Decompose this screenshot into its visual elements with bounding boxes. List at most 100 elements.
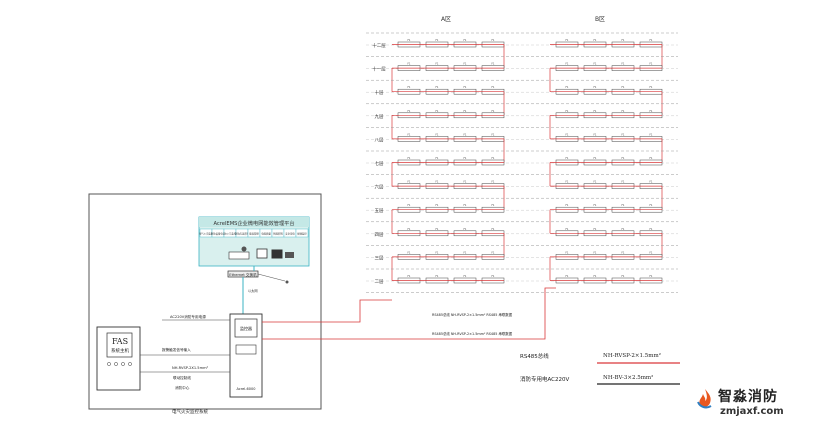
module-label: F1 [622,110,625,113]
floor-label: 七层 [375,160,384,167]
platform-panel: AcrelEMS企业微电网能效管理平台 电气火灾监控消防设备电源防火门监控消防应… [198,216,310,267]
module-label: F1 [492,86,495,89]
platform-func-cell [295,228,309,238]
module-label: F1 [566,251,569,254]
platform-func-label: 电气火灾监控 [199,232,214,236]
module-label: F1 [492,63,495,66]
module-label: F1 [594,251,597,254]
floor-label: 八层 [375,137,384,143]
module-label: F1 [436,63,439,66]
floor-label: 四层 [375,232,384,238]
module-label: F1 [464,133,467,136]
floor-label: 十层 [375,89,384,96]
module-label: F1 [464,181,467,184]
module-label: F1 [464,157,467,160]
module-label: F1 [464,275,467,278]
module-label: F1 [408,63,411,66]
module-label: F1 [408,133,411,136]
fas-host: FAS 系统主机 [96,326,141,391]
module-label: F1 [650,181,653,184]
fas-subtitle: 系统主机 [111,347,129,354]
platform-func-label: 消防应急照明 [235,232,250,236]
module-label: F1 [650,86,653,89]
module-label: F1 [594,275,597,278]
bus-bottom-label: RS485总线 NH-RVSP-2×1.5mm² RS485 串联数据 [432,331,513,336]
platform-func-label: 安全用电 [285,232,295,236]
module-label: F1 [566,133,569,136]
module-label: F1 [408,228,411,231]
module-label: F1 [436,157,439,160]
platform-func-label: 视频监控 [297,232,307,236]
module-label: F1 [492,204,495,207]
module-label: F1 [436,275,439,278]
module-label: F1 [464,251,467,254]
ac220-label: AC220V消防专用电源 [170,314,206,319]
system-frame [88,193,322,410]
ethernet-switch: Ethernet 交换机 以太网 [227,270,289,293]
module-label: F1 [408,39,411,42]
module-label: F1 [566,110,569,113]
platform-func-label: 防火门监控 [224,232,237,236]
module-label: F1 [408,157,411,160]
module-label: F1 [492,251,495,254]
module-label: F1 [622,157,625,160]
platform-title: AcrelEMS企业微电网能效管理平台 [213,219,294,227]
module-label: F1 [436,110,439,113]
switch-link-label: 以太网 [248,288,258,293]
server-icon [271,249,283,259]
module-label: F1 [436,228,439,231]
brand-name: 智淼消防 [718,389,778,405]
module-label: F1 [594,228,597,231]
switch-icon [228,251,250,260]
module-label: F1 [650,133,653,136]
module-label: F1 [622,251,625,254]
legend: RS485总线 消防专用电AC220V NH-RVSP-2×1.5mm² NH-… [520,352,680,385]
floor-label: 十一层 [372,66,386,73]
trigger-label: 报警触发信号输入 [162,347,191,352]
legend-power-cable: NH-BV-3×2.5mm² [603,374,653,381]
module-label: F1 [622,133,625,136]
floor-label: 二层 [375,279,384,285]
module-label: F1 [594,86,597,89]
module-label: F1 [566,157,569,160]
router-icon [241,246,247,252]
module-label: F1 [594,110,597,113]
module-label: F1 [594,204,597,207]
module-label: F1 [650,39,653,42]
module-label: F1 [408,110,411,113]
module-label: F1 [436,133,439,136]
fire-center-label: 消防中心 [175,385,190,390]
module-label: F1 [650,228,653,231]
module-label: F1 [622,86,625,89]
module-label: F1 [464,204,467,207]
module-label: F1 [566,181,569,184]
brand-watermark: 智淼消防 zmjaxf.com [694,386,812,426]
module-label: F1 [566,86,569,89]
floor-label: 十二层 [372,42,386,49]
bus-top-label: RS485总线 NH-RVSP-2×1.5mm² RS485 串联数据 [432,312,513,317]
module-label: F1 [492,181,495,184]
module-label: F1 [408,204,411,207]
zone-a-label: A区 [441,16,451,23]
monitor-title: 监控器 [240,325,252,331]
module-label: F1 [650,63,653,66]
module-label: F1 [594,157,597,160]
module-label: F1 [492,275,495,278]
module-label: F1 [408,251,411,254]
module-label: F1 [408,181,411,184]
platform-func-label: 能耗管理 [249,232,259,236]
module-label: F1 [622,228,625,231]
module-label: F1 [408,86,411,89]
module-label: F1 [464,39,467,42]
module-label: F1 [594,39,597,42]
platform-func-label: 消防设备电源 [211,232,226,236]
module-label: F1 [594,63,597,66]
pc-icon [256,248,268,259]
module-label: F1 [566,275,569,278]
module-label: F1 [622,204,625,207]
module-label: F1 [566,228,569,231]
module-label: F1 [492,133,495,136]
module-label: F1 [492,39,495,42]
module-label: F1 [436,251,439,254]
